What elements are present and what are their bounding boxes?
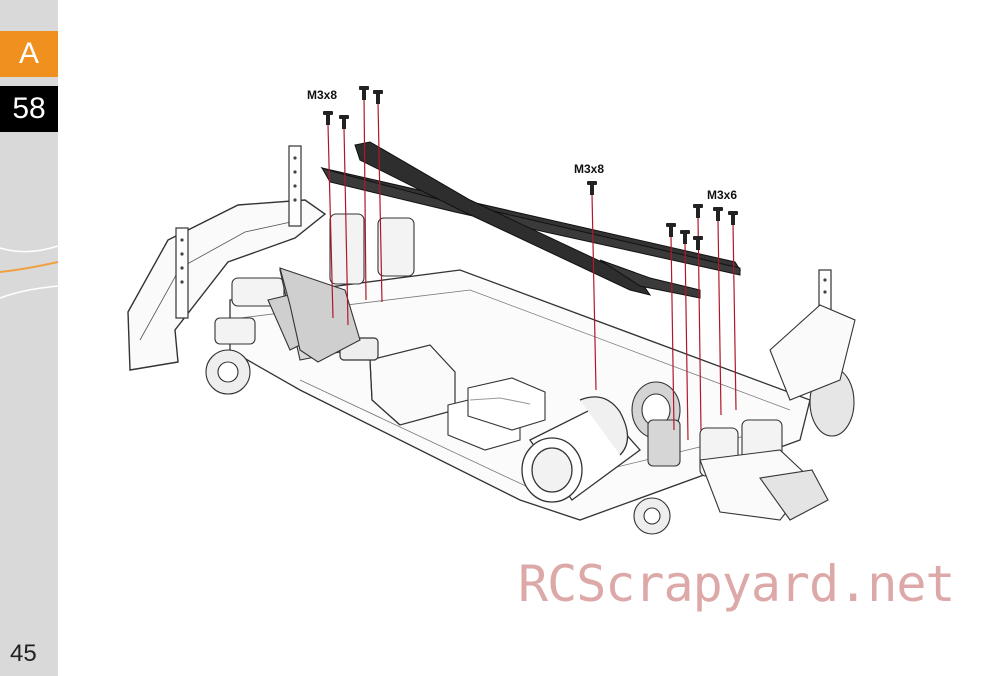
sidebar-swoosh-decoration [0, 245, 58, 299]
section-letter: A [18, 37, 39, 70]
rear-suspension [633, 304, 856, 535]
screw-guide-lines [327, 95, 737, 441]
screw-callout-center: M3x8 [574, 162, 605, 176]
chassis-assembly-diagram [127, 86, 856, 535]
watermark: RCScrapyard.net [518, 555, 956, 613]
electronics-boxes [447, 377, 546, 451]
motor [521, 396, 641, 503]
carbon-top-deck [320, 141, 742, 299]
front-bulkhead-plate [279, 267, 361, 363]
step-number-tab: 58 [0, 86, 58, 132]
page-number: 45 [10, 640, 37, 667]
section-tab: A [0, 31, 58, 77]
screw-callout-right: M3x6 [707, 188, 738, 202]
front-body-posts [175, 145, 832, 319]
page-sidebar: A 58 45 [0, 0, 58, 676]
screw-icons [323, 86, 738, 250]
step-number: 58 [12, 92, 46, 125]
screw-callout-left: M3x8 [307, 88, 338, 102]
